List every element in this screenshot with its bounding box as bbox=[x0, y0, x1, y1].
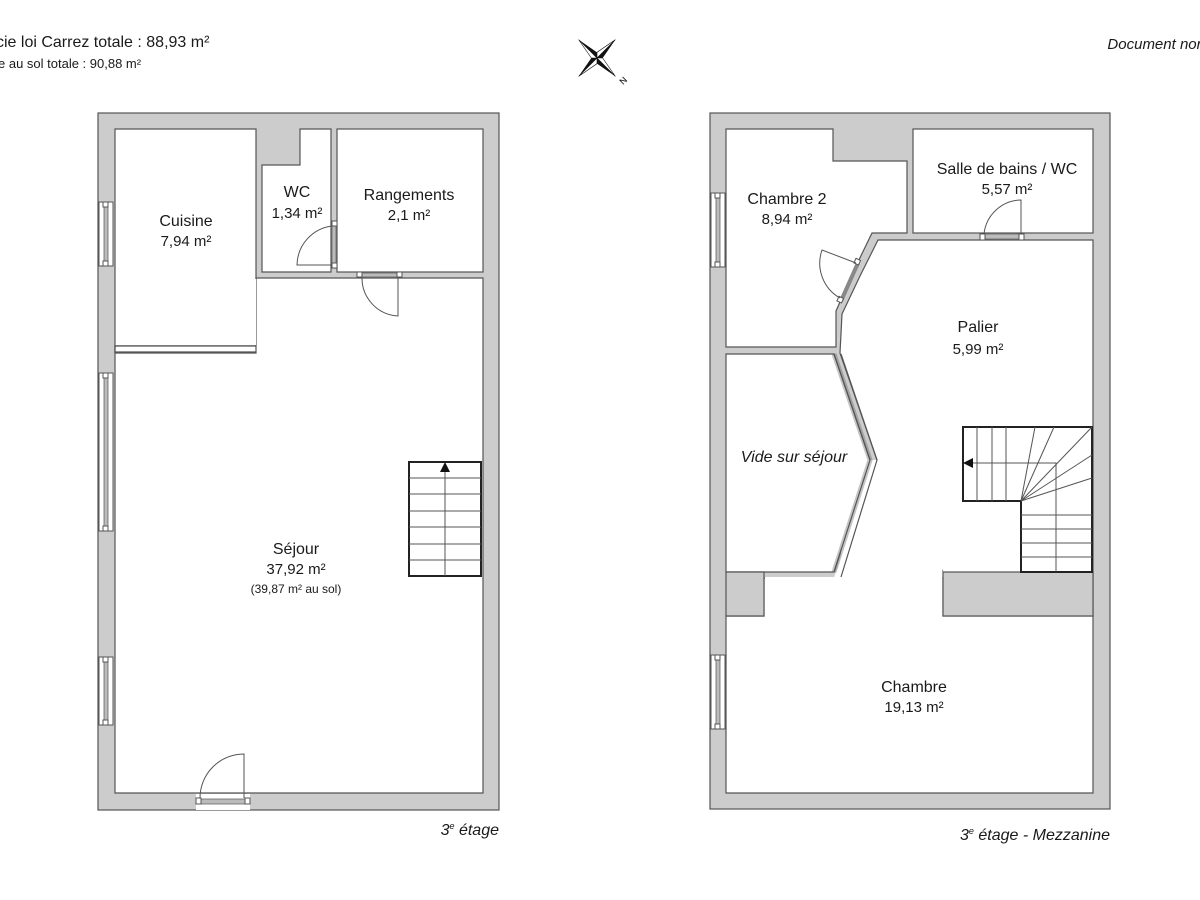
room-rangements bbox=[336, 128, 484, 273]
plan-3e-etage-mezzanine: Chambre 2 8,94 m² Salle de bains / WC 5,… bbox=[709, 112, 1111, 844]
disclaimer-text: Document non cor bbox=[1107, 36, 1200, 53]
room-area: 2,1 m² bbox=[388, 207, 431, 224]
window bbox=[710, 192, 726, 268]
room-chambre-2 bbox=[725, 128, 908, 348]
stair-direction-arrow-icon bbox=[440, 462, 450, 472]
door-chambre-2 bbox=[819, 249, 862, 304]
room-name: Vide sur séjour bbox=[741, 449, 848, 466]
room-name: Chambre bbox=[881, 679, 947, 696]
room-area: 8,94 m² bbox=[762, 211, 813, 228]
room-area: 7,94 m² bbox=[161, 233, 212, 250]
total-carrez-area: cie loi Carrez totale : 88,93 m² bbox=[0, 34, 210, 51]
room-area: 1,34 m² bbox=[272, 205, 323, 222]
room-name: Rangements bbox=[364, 187, 455, 204]
door-rangements bbox=[356, 271, 403, 317]
room-wc bbox=[261, 128, 332, 273]
plan-3e-etage: Cuisine 7,94 m² WC 1,34 m² Rangements 2,… bbox=[97, 112, 500, 839]
staircase bbox=[408, 461, 482, 577]
window bbox=[98, 372, 114, 532]
room-name: WC bbox=[284, 184, 311, 201]
staircase bbox=[962, 426, 1093, 573]
stair-direction-arrow-icon bbox=[963, 458, 973, 468]
room-name: Palier bbox=[958, 319, 1000, 336]
compass-north-label: N bbox=[617, 75, 629, 87]
window bbox=[98, 201, 114, 267]
floor-caption: 3e étage bbox=[441, 821, 500, 839]
door-salle-de-bains bbox=[979, 199, 1025, 241]
room-name: Salle de bains / WC bbox=[937, 161, 1078, 178]
window bbox=[98, 656, 114, 726]
room-sejour bbox=[114, 277, 484, 794]
room-name: Séjour bbox=[273, 541, 320, 558]
total-floor-area: e au sol totale : 90,88 m² bbox=[0, 56, 142, 71]
door-wc bbox=[296, 220, 338, 269]
room-note: (39,87 m² au sol) bbox=[251, 582, 342, 596]
room-area: 5,99 m² bbox=[953, 341, 1004, 358]
floor-caption: 3e étage - Mezzanine bbox=[960, 826, 1110, 844]
room-area: 5,57 m² bbox=[982, 181, 1033, 198]
window bbox=[710, 654, 726, 730]
room-name: Chambre 2 bbox=[747, 191, 826, 208]
room-area: 19,13 m² bbox=[884, 699, 943, 716]
compass-rose-icon bbox=[578, 39, 616, 77]
room-name: Cuisine bbox=[159, 213, 212, 230]
room-area: 37,92 m² bbox=[266, 561, 325, 578]
room-salle-de-bains bbox=[912, 128, 1094, 234]
door-entrance bbox=[195, 753, 251, 810]
